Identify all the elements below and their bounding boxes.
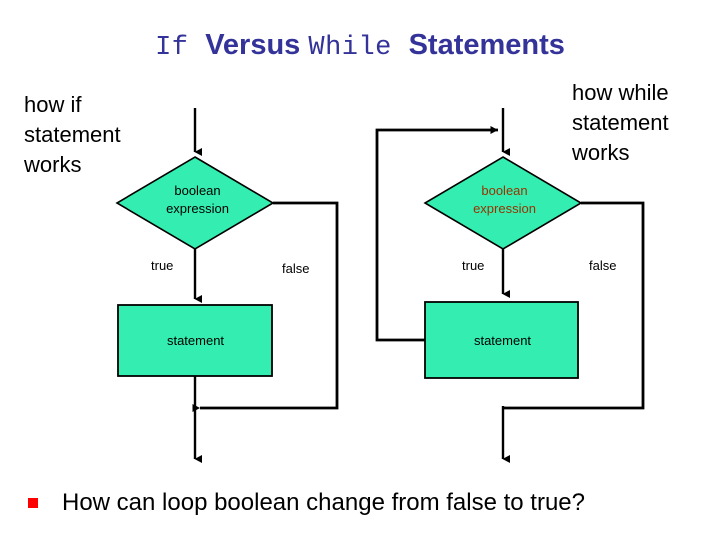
if-decision-label-line2: expression	[166, 201, 229, 216]
square-bullet-icon	[28, 498, 38, 508]
title-word-statements: Statements	[408, 29, 565, 61]
bullet-row: How can loop boolean change from false t…	[26, 487, 706, 523]
while-decision-label: boolean expression	[432, 182, 577, 218]
while-false-branch-line	[503, 201, 645, 410]
title-keyword-if: If	[155, 33, 206, 63]
page-title: If Versus While Statements	[0, 28, 720, 65]
if-false-label: false	[282, 261, 310, 276]
if-decision-label-line1: boolean	[174, 183, 221, 198]
while-decision-label-line2: expression	[473, 201, 536, 216]
if-true-label: true	[151, 258, 174, 273]
bullet-text: How can loop boolean change from false t…	[62, 489, 585, 516]
while-decision-diamond	[423, 156, 583, 250]
if-process-label: statement	[166, 333, 225, 348]
while-process-label: statement	[473, 333, 532, 348]
title-keyword-while: While	[308, 33, 409, 63]
if-decision-label: boolean expression	[125, 182, 270, 218]
caption-how-while-statement-works: how while statement works	[572, 80, 669, 165]
while-process-rectangle	[424, 301, 579, 379]
while-decision-label-line1: boolean	[481, 183, 528, 198]
while-loop-back-line	[375, 126, 498, 342]
if-false-branch-line	[192, 201, 339, 412]
while-false-label: false	[589, 258, 617, 273]
if-decision-diamond	[115, 156, 275, 250]
title-word-versus: Versus	[205, 29, 309, 61]
while-true-label: true	[462, 258, 485, 273]
caption-how-if-statement-works: how if statement works	[24, 92, 121, 177]
if-process-rectangle	[117, 304, 273, 377]
